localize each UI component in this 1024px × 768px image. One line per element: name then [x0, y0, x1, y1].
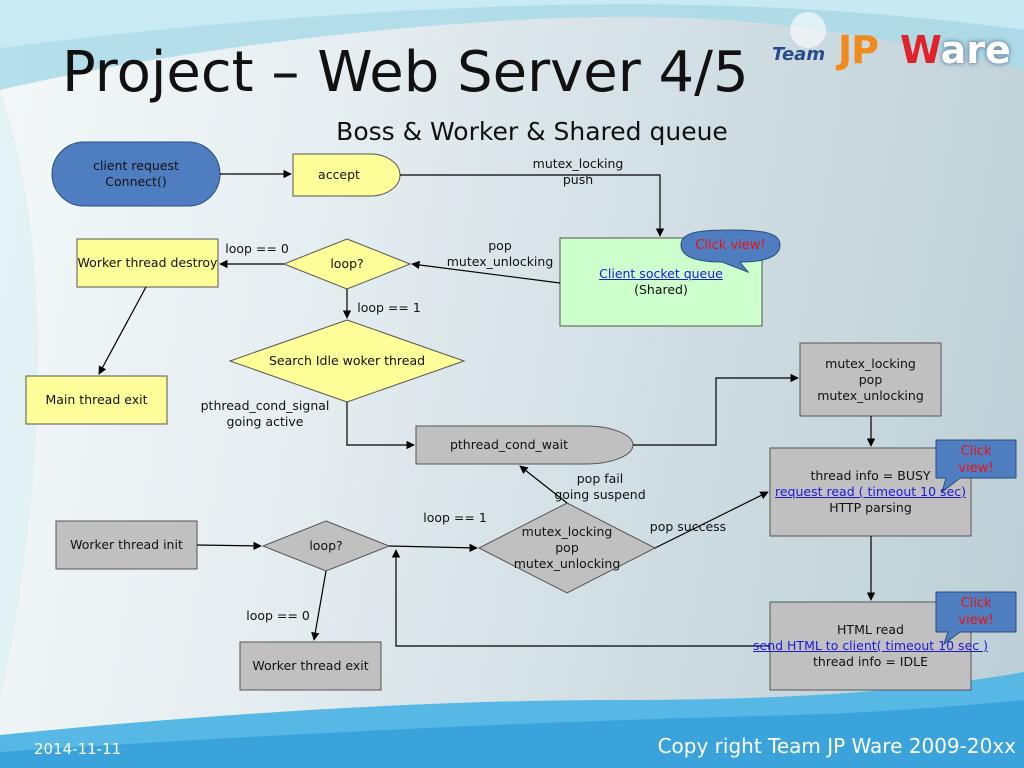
copyright-text: Copy right Team JP Ware 2009-20xx [657, 734, 1016, 758]
bottom-wave-shade [0, 700, 1024, 768]
main-thread-exit-shape [25, 375, 168, 425]
accept-node: accept [318, 167, 360, 182]
edge-search-to-condwait [346, 402, 415, 450]
edge-label-loop-eq1-bottom: loop == 1 [423, 510, 487, 525]
main-thread-exit-node: Main thread exit [45, 392, 148, 407]
worker-thread-init-node: Worker thread init [70, 537, 183, 552]
edge-condwait-to-mutextop [633, 373, 799, 446]
edge-label-loop-eq0-bottom: loop == 0 [246, 608, 310, 623]
top-wave-highlight [0, 0, 1024, 48]
mutex-diamond-shape [477, 502, 657, 594]
worker-thread-exit-shape [239, 641, 382, 691]
edge-label-loop-eq1-top: loop == 1 [357, 300, 421, 315]
client-queue-node: Client socket queue (Shared) [599, 266, 723, 297]
callout-busy-shape [935, 439, 1017, 494]
edge-label-loop-eq0-top: loop == 0 [225, 241, 289, 256]
click-view-queue-callout[interactable]: Click view! [695, 238, 766, 253]
edge-label-pop-success: pop success [649, 519, 727, 534]
edge-mutexdiamond-to-condwait [519, 465, 568, 504]
edge-init-to-loop [196, 541, 262, 551]
cond-wait-shape [415, 425, 634, 465]
edge-loop-to-worker-exit [311, 570, 327, 641]
worker-thread-exit-node: Worker thread exit [252, 658, 369, 673]
client-queue-link[interactable]: Client socket queue [599, 266, 723, 281]
worker-thread-destroy-node: Worker thread destroy [77, 255, 218, 270]
mutex-top-shape [799, 342, 942, 417]
search-idle-node: Search Idle woker thread [268, 353, 426, 368]
callout-queue-shape [680, 229, 781, 274]
page-subtitle: Boss & Worker & Shared queue [336, 117, 728, 146]
edge-htmlread-to-loop [391, 549, 770, 647]
send-html-link[interactable]: send HTML to client( timeout 10 sec ) [753, 638, 988, 653]
thread-info-busy-node: thread info = BUSY request read ( timeou… [775, 468, 966, 515]
callout-html-shape [935, 591, 1017, 646]
request-read-link[interactable]: request read ( timeout 10 sec) [775, 484, 966, 499]
left-wave-decoration [0, 90, 38, 700]
loop-top-node: loop? [330, 256, 364, 271]
top-wave-decoration [0, 0, 1024, 90]
html-read-node: HTML read send HTML to client( timeout 1… [753, 622, 988, 669]
edge-mutexdiamond-to-busy [654, 491, 769, 549]
worker-thread-destroy-shape [76, 238, 219, 288]
page-title: Project – Web Server 4/5 [62, 40, 749, 105]
worker-thread-init-shape [55, 520, 198, 570]
edge-accept-to-queue [400, 174, 665, 237]
edge-loop-to-mutexdiamond [388, 543, 478, 553]
edge-destroy-to-main-exit [98, 286, 147, 375]
loop-bottom-node: loop? [309, 538, 343, 553]
accept-shape [292, 153, 401, 197]
slide-date: 2014-11-11 [34, 740, 122, 758]
logo-bubble [790, 12, 826, 48]
cond-wait-node: pthread_cond_wait [449, 437, 569, 452]
edge-queue-to-loop [411, 260, 561, 284]
